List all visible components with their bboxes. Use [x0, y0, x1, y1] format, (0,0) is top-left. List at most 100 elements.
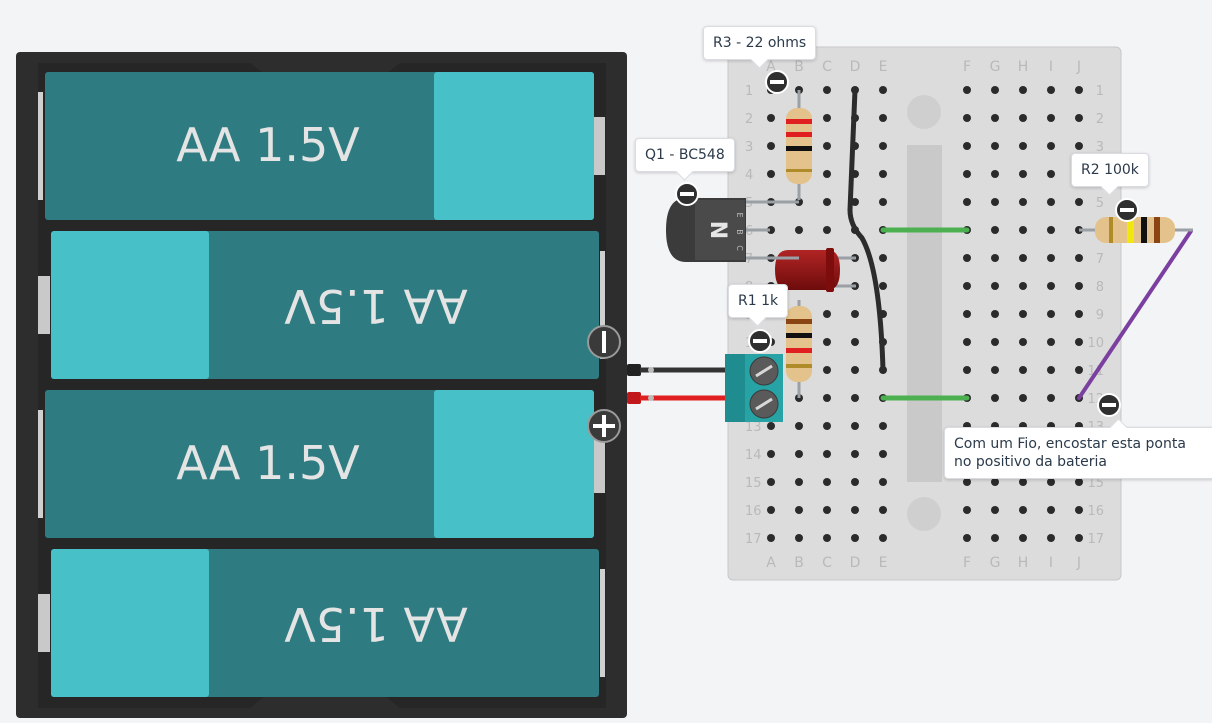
breadboard-hole[interactable] — [991, 142, 999, 150]
breadboard-hole[interactable] — [991, 478, 999, 486]
breadboard-hole[interactable] — [1019, 394, 1027, 402]
breadboard-hole[interactable] — [823, 170, 831, 178]
breadboard-hole[interactable] — [1019, 506, 1027, 514]
breadboard-hole[interactable] — [795, 422, 803, 430]
label-r2[interactable]: R2 100k — [1071, 153, 1149, 187]
breadboard-hole[interactable] — [963, 86, 971, 94]
breadboard-hole[interactable] — [1019, 338, 1027, 346]
breadboard-hole[interactable] — [1019, 478, 1027, 486]
breadboard-hole[interactable] — [991, 394, 999, 402]
breadboard-hole[interactable] — [1075, 506, 1083, 514]
breadboard-hole[interactable] — [767, 534, 775, 542]
breadboard-hole[interactable] — [1019, 142, 1027, 150]
breadboard-hole[interactable] — [963, 198, 971, 206]
wire-black-jumper[interactable] — [847, 87, 886, 373]
breadboard-hole[interactable] — [767, 114, 775, 122]
breadboard-hole[interactable] — [851, 394, 859, 402]
resistor-r2[interactable] — [1079, 217, 1193, 243]
breadboard-hole[interactable] — [991, 114, 999, 122]
breadboard-hole[interactable] — [823, 114, 831, 122]
breadboard-hole[interactable] — [823, 478, 831, 486]
breadboard-hole[interactable] — [1047, 506, 1055, 514]
led-red[interactable] — [775, 248, 856, 292]
breadboard-hole[interactable] — [795, 506, 803, 514]
breadboard-hole[interactable] — [851, 338, 859, 346]
breadboard-hole[interactable] — [795, 478, 803, 486]
breadboard-hole[interactable] — [767, 478, 775, 486]
breadboard-hole[interactable] — [991, 86, 999, 94]
breadboard-hole[interactable] — [991, 170, 999, 178]
breadboard-hole[interactable] — [879, 422, 887, 430]
breadboard-hole[interactable] — [823, 534, 831, 542]
breadboard-hole[interactable] — [823, 394, 831, 402]
breadboard-hole[interactable] — [1075, 282, 1083, 290]
breadboard-hole[interactable] — [879, 86, 887, 94]
breadboard-hole[interactable] — [823, 198, 831, 206]
breadboard-hole[interactable] — [795, 534, 803, 542]
breadboard-hole[interactable] — [1047, 86, 1055, 94]
breadboard-hole[interactable] — [991, 338, 999, 346]
breadboard-hole[interactable] — [1019, 114, 1027, 122]
breadboard-hole[interactable] — [823, 422, 831, 430]
breadboard-hole[interactable] — [823, 450, 831, 458]
breadboard-hole[interactable] — [1075, 534, 1083, 542]
resistor-r1[interactable] — [786, 300, 812, 398]
breadboard-hole[interactable] — [879, 142, 887, 150]
breadboard-hole[interactable] — [1019, 226, 1027, 234]
breadboard-hole[interactable] — [851, 310, 859, 318]
breadboard-hole[interactable] — [1019, 86, 1027, 94]
comment-pin-q1[interactable] — [675, 182, 699, 206]
breadboard-hole[interactable] — [767, 226, 775, 234]
breadboard-hole[interactable] — [879, 114, 887, 122]
breadboard-hole[interactable] — [963, 310, 971, 318]
breadboard-hole[interactable] — [963, 338, 971, 346]
wire-purple-probe[interactable] — [1077, 229, 1193, 400]
breadboard-hole[interactable] — [1047, 338, 1055, 346]
breadboard-hole[interactable] — [1075, 338, 1083, 346]
transistor-q1[interactable]: N C B E — [666, 198, 799, 262]
breadboard-hole[interactable] — [823, 338, 831, 346]
breadboard-hole[interactable] — [1019, 282, 1027, 290]
breadboard-hole[interactable] — [1047, 310, 1055, 318]
battery-black-lead[interactable] — [627, 364, 728, 376]
breadboard-hole[interactable] — [1019, 366, 1027, 374]
breadboard-hole[interactable] — [963, 170, 971, 178]
breadboard-hole[interactable] — [795, 226, 803, 234]
battery-red-lead[interactable] — [627, 392, 728, 404]
breadboard-hole[interactable] — [767, 422, 775, 430]
breadboard-hole[interactable] — [963, 366, 971, 374]
breadboard-hole[interactable] — [851, 198, 859, 206]
breadboard-hole[interactable] — [879, 450, 887, 458]
breadboard-hole[interactable] — [1047, 366, 1055, 374]
breadboard-hole[interactable] — [1019, 170, 1027, 178]
breadboard-hole[interactable] — [991, 226, 999, 234]
screw-terminal-block[interactable] — [725, 354, 783, 422]
breadboard-hole[interactable] — [1047, 394, 1055, 402]
breadboard-hole[interactable] — [851, 366, 859, 374]
breadboard-hole[interactable] — [1047, 282, 1055, 290]
breadboard-hole[interactable] — [963, 254, 971, 262]
breadboard-hole[interactable] — [767, 506, 775, 514]
breadboard-hole[interactable] — [879, 282, 887, 290]
breadboard-hole[interactable] — [991, 198, 999, 206]
breadboard-hole[interactable] — [823, 310, 831, 318]
breadboard-hole[interactable] — [991, 254, 999, 262]
breadboard-hole[interactable] — [823, 366, 831, 374]
comment-pin-r1[interactable] — [748, 329, 772, 353]
breadboard-hole[interactable] — [991, 534, 999, 542]
label-q1[interactable]: Q1 - BC548 — [635, 138, 735, 172]
breadboard-hole[interactable] — [963, 506, 971, 514]
battery-pack-4xAA[interactable]: AA 1.5V AA 1.5V AA 1.5V AA 1.5V — [16, 52, 627, 718]
breadboard-hole[interactable] — [1019, 254, 1027, 262]
breadboard-hole[interactable] — [1075, 254, 1083, 262]
breadboard-hole[interactable] — [879, 506, 887, 514]
breadboard-hole[interactable] — [963, 282, 971, 290]
label-r1[interactable]: R1 1k — [728, 284, 789, 318]
breadboard-hole[interactable] — [767, 142, 775, 150]
battery-negative-terminal[interactable] — [587, 325, 621, 359]
breadboard-hole[interactable] — [991, 282, 999, 290]
breadboard-hole[interactable] — [1047, 226, 1055, 234]
breadboard-hole[interactable] — [851, 506, 859, 514]
resistor-r3[interactable] — [786, 90, 812, 200]
